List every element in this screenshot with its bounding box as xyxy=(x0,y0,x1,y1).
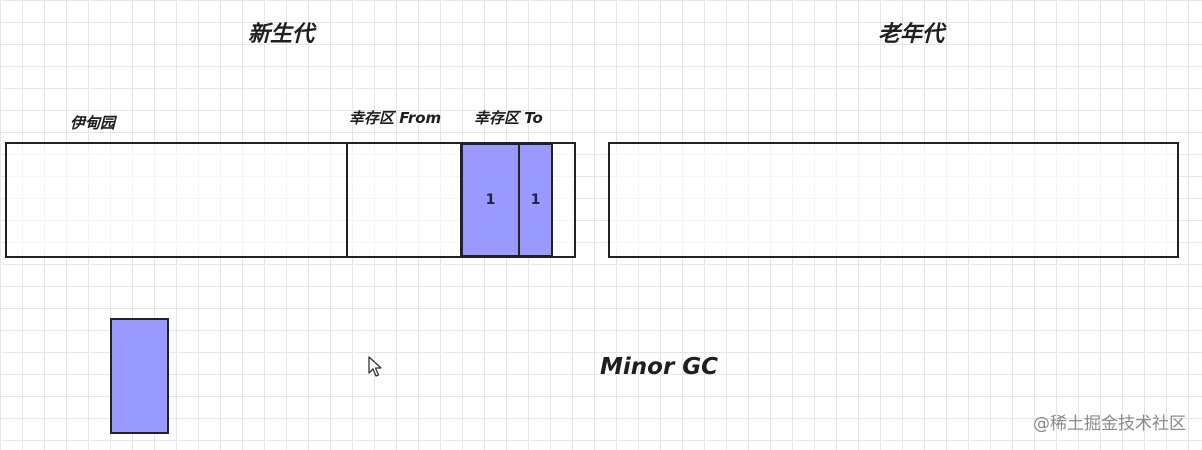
object-count: 1 xyxy=(485,192,496,208)
old-generation-box xyxy=(608,142,1179,258)
eden-divider xyxy=(346,142,348,258)
object-block: 1 xyxy=(518,143,553,257)
watermark-text: @稀土掘金技术社区 xyxy=(1033,414,1186,434)
survivor-from-label: 幸存区 From xyxy=(349,109,442,127)
mouse-pointer-icon xyxy=(368,356,384,378)
eden-label: 伊甸园 xyxy=(70,114,116,132)
object-block: 1 xyxy=(461,143,520,257)
young-generation-title: 新生代 xyxy=(248,22,315,47)
moving-object-block xyxy=(110,318,169,434)
old-generation-title: 老年代 xyxy=(878,22,945,47)
object-count: 1 xyxy=(530,192,541,208)
minor-gc-label: Minor GC xyxy=(600,354,719,380)
survivor-to-label: 幸存区 To xyxy=(474,109,543,127)
